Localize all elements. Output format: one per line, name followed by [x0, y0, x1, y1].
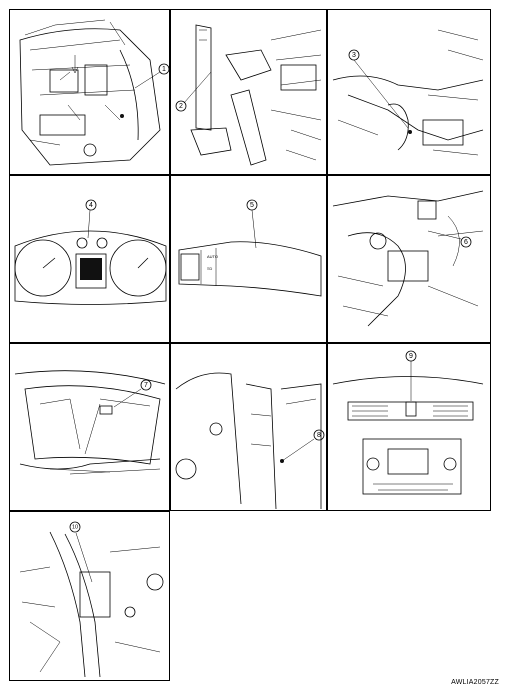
callout-1-marker	[158, 63, 169, 75]
panel-8-illustration: 8	[175, 372, 325, 510]
panel-10: 10	[9, 511, 170, 681]
callout-6-marker	[460, 236, 472, 248]
panel-4: 4	[9, 175, 170, 343]
panel-6: 6	[327, 175, 491, 343]
meter-display	[75, 253, 107, 289]
panel-7: 7	[9, 343, 170, 511]
callout-5-label: 5	[250, 202, 254, 209]
panel-4-illustration: 4	[14, 199, 167, 305]
switch-auto-label: AUTO	[207, 254, 218, 259]
panel-7-illustration: 7	[14, 370, 166, 475]
callout-5-marker	[246, 199, 258, 211]
callout-8-marker	[313, 429, 325, 441]
panel-3: 3	[327, 9, 491, 175]
panel-9: 9	[327, 343, 491, 511]
panel-9-illustration: 9	[332, 350, 484, 495]
callout-2-marker	[175, 100, 187, 112]
panel-5: AUTO ≡D 5	[170, 175, 327, 343]
panel-2-illustration: 2	[175, 24, 322, 166]
callout-2-label: 2	[179, 103, 183, 110]
callout-10-marker	[69, 521, 81, 533]
switch-dim-label: ≡D	[207, 266, 212, 271]
panel-8: 8	[170, 343, 327, 511]
callout-10-label: 10	[72, 525, 78, 531]
callout-3-marker	[348, 49, 360, 61]
speedometer-dial	[14, 239, 72, 297]
panel-3-illustration: 3	[332, 29, 484, 156]
panel-5-illustration: AUTO ≡D 5	[178, 199, 322, 297]
callout-6-label: 6	[464, 239, 468, 246]
callout-4-label: 4	[89, 202, 93, 209]
callout-7-marker	[140, 379, 152, 391]
callout-4-marker	[85, 199, 97, 211]
panel-2: 2	[170, 9, 327, 175]
callout-1-label: 1	[162, 66, 166, 73]
panel-10-illustration: 10	[19, 521, 164, 678]
panel-1-illustration: 1	[19, 19, 169, 166]
callout-9-marker	[405, 350, 417, 362]
figure-reference-code: AWLIA2057ZZ	[451, 679, 499, 686]
callout-8-label: 8	[317, 432, 321, 439]
tachometer-dial	[109, 239, 167, 297]
callout-3-label: 3	[352, 52, 356, 59]
panel-6-illustration: 6	[332, 190, 484, 327]
callout-9-label: 9	[409, 353, 413, 360]
callout-7-label: 7	[144, 382, 148, 389]
panel-1: 1	[9, 9, 170, 175]
